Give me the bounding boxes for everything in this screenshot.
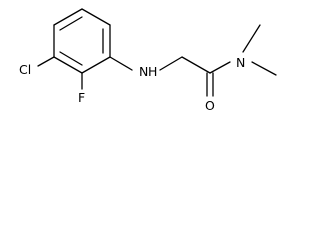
benzene-ring	[53, 8, 111, 74]
bond-carbonyl-n	[209, 61, 231, 74]
bond-c-cl	[37, 56, 55, 67]
bond-ring-nh	[109, 56, 133, 71]
atom-label-amine-hydrogen: H	[148, 64, 157, 79]
ring-bond-top-right	[81, 8, 111, 26]
bond-n-methyl-up	[242, 24, 261, 53]
atom-label-amine-nitrogen: N	[139, 64, 148, 79]
ring-bond-bottom-left-inner	[59, 51, 83, 66]
ring-bond-bottom-left	[53, 56, 83, 74]
ring-bond-bottom-right	[81, 56, 111, 74]
atom-label-chlorine: Cl	[19, 62, 31, 77]
atom-label-amide-nitrogen: N	[236, 55, 245, 70]
atom-label-carbonyl-oxygen: O	[205, 98, 215, 113]
bond-ch2-carbonyl	[181, 56, 211, 74]
atom-label-fluorine: F	[78, 90, 85, 105]
ring-bond-top-left	[53, 8, 83, 26]
chemical-structure: Cl F N H O N	[19, 8, 277, 113]
bond-n-methyl-right	[251, 61, 277, 76]
ring-bond-top-left-inner	[59, 16, 83, 31]
structure-canvas: Cl F N H O N	[19, 8, 277, 113]
bond-nh-ch2	[159, 56, 183, 71]
